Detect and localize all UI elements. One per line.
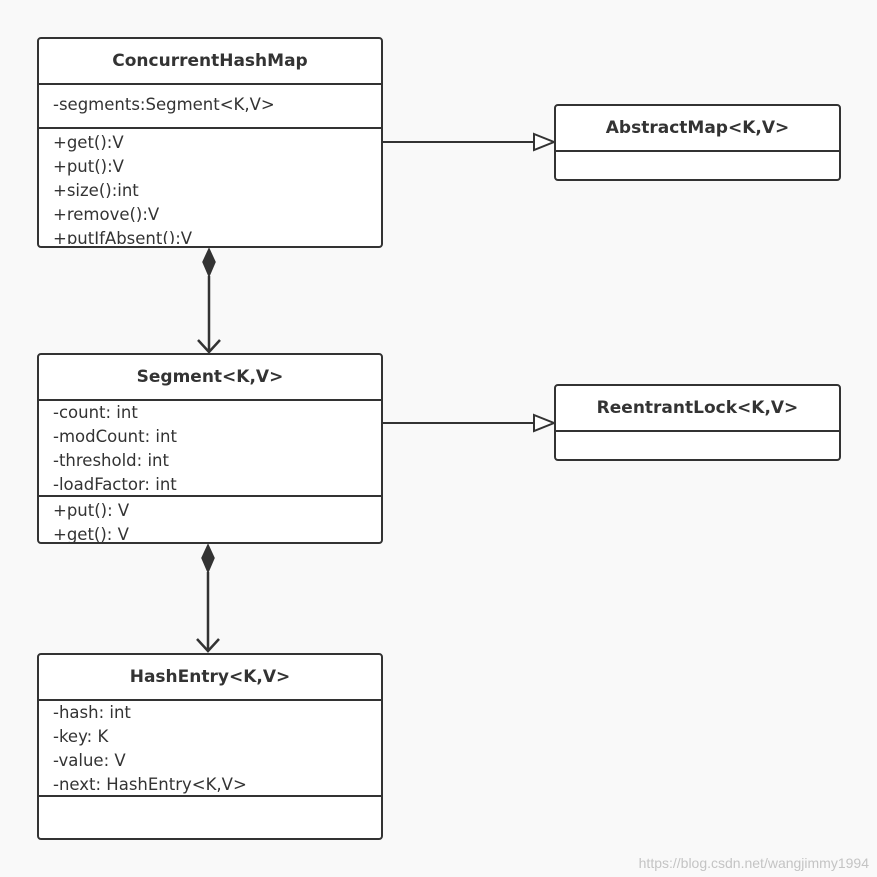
attribute: -value: V: [53, 751, 126, 770]
attributes-section: -hash: int -key: K -value: V -next: Hash…: [39, 701, 381, 797]
method: +get(): V: [53, 525, 129, 542]
attribute: -loadFactor: int: [53, 475, 177, 494]
method: +get():V: [53, 133, 124, 152]
class-hashentry[interactable]: HashEntry<K,V> -hash: int -key: K -value…: [37, 653, 383, 840]
attribute: -key: K: [53, 727, 109, 746]
methods-section: [39, 797, 381, 838]
attributes-section: -segments:Segment<K,V>: [39, 85, 381, 129]
method: +putIfAbsent():V: [53, 229, 193, 244]
generalization-arrow-abstractmap: [383, 132, 557, 152]
attribute: -hash: int: [53, 703, 131, 722]
attribute: -segments:Segment<K,V>: [53, 95, 275, 114]
generalization-arrow-reentrantlock: [383, 413, 557, 433]
methods-section: +put(): V +get(): V: [39, 497, 381, 542]
attribute: -threshold: int: [53, 451, 169, 470]
empty-section: [556, 432, 839, 459]
class-abstractmap[interactable]: AbstractMap<K,V>: [554, 104, 841, 181]
composition-arrow-hashentry: [196, 543, 220, 653]
class-concurrenthashmap[interactable]: ConcurrentHashMap -segments:Segment<K,V>…: [37, 37, 383, 248]
class-name: ReentrantLock<K,V>: [556, 386, 839, 432]
class-name: AbstractMap<K,V>: [556, 106, 839, 152]
attribute: -count: int: [53, 403, 138, 422]
class-reentrantlock[interactable]: ReentrantLock<K,V>: [554, 384, 841, 461]
attribute: -modCount: int: [53, 427, 177, 446]
empty-section: [556, 152, 839, 179]
method: +remove():V: [53, 205, 160, 224]
composition-arrow-segment: [197, 247, 221, 354]
attribute: -next: HashEntry<K,V>: [53, 775, 247, 794]
class-name: ConcurrentHashMap: [39, 39, 381, 85]
class-segment[interactable]: Segment<K,V> -count: int -modCount: int …: [37, 353, 383, 544]
method: +put(): V: [53, 501, 130, 520]
watermark: https://blog.csdn.net/wangjimmy1994: [638, 855, 869, 871]
method: +put():V: [53, 157, 124, 176]
attributes-section: -count: int -modCount: int -threshold: i…: [39, 401, 381, 497]
class-name: Segment<K,V>: [39, 355, 381, 401]
class-name: HashEntry<K,V>: [39, 655, 381, 701]
methods-section: +get():V +put():V +size():int +remove():…: [39, 129, 381, 244]
method: +size():int: [53, 181, 139, 200]
